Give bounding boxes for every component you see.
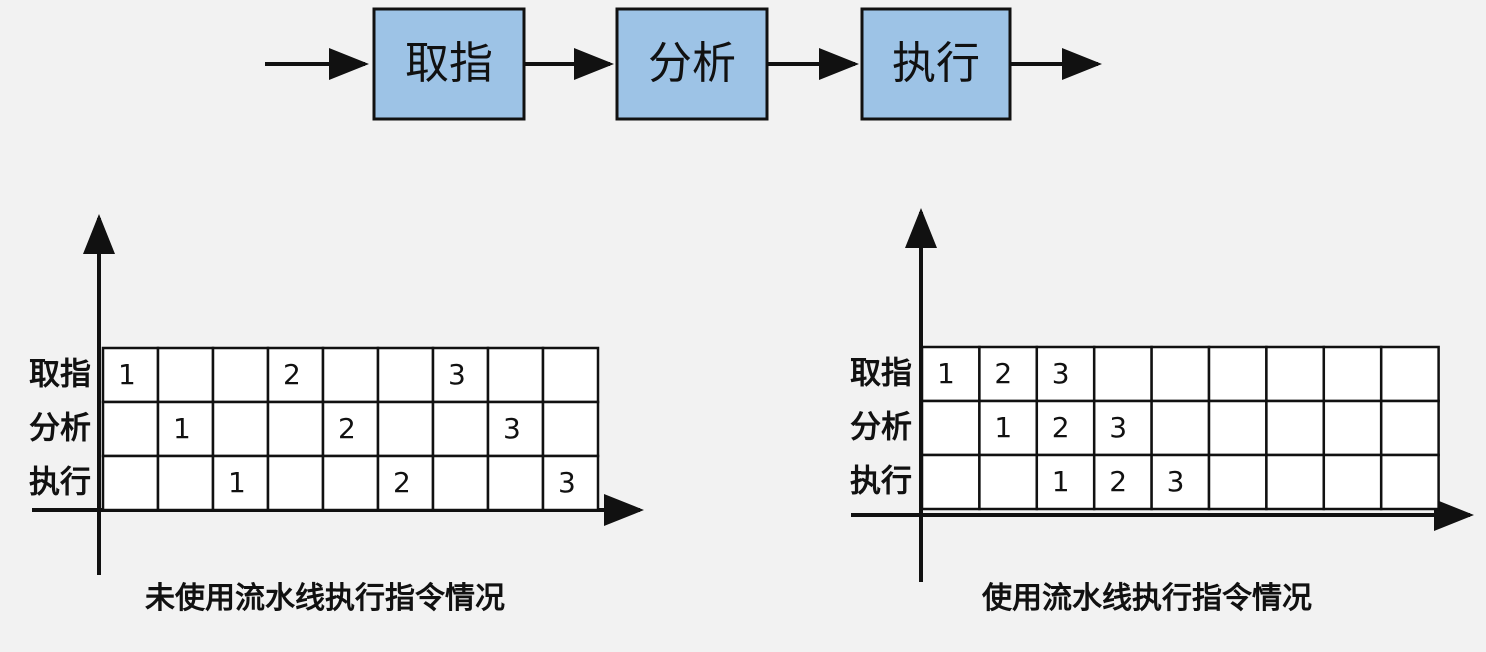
stage-label-execute: 执行	[892, 38, 980, 89]
grid-cell	[266, 454, 325, 512]
sequential-execution-chart: 取指 1 2 3 分析 1 2 3 执行 1 2 3 未使用流水线执行指令情况	[29, 214, 644, 616]
grid-cell	[1322, 345, 1383, 403]
grid-cell	[1207, 453, 1268, 511]
instruction-number: 2	[1109, 465, 1127, 498]
grid-cell	[1379, 453, 1440, 511]
grid-cell	[431, 400, 490, 458]
grid-cell	[321, 400, 380, 458]
grid-cell	[211, 400, 270, 458]
instruction-number: 3	[503, 412, 521, 445]
chart-caption: 未使用流水线执行指令情况	[145, 581, 505, 616]
execution-grid: 取指 1 2 3 分析 1 2 3 执行 1 2 3	[29, 346, 600, 512]
instruction-number: 2	[338, 412, 356, 445]
grid-cell	[266, 400, 325, 458]
row-label: 执行	[850, 464, 912, 500]
instruction-number: 3	[1109, 411, 1127, 444]
instruction-number: 1	[1052, 465, 1070, 498]
grid-cell	[1092, 453, 1153, 511]
row-label: 取指	[850, 356, 912, 392]
grid-cell	[1265, 453, 1326, 511]
grid-cell	[321, 454, 380, 512]
grid-cell	[1092, 345, 1153, 403]
grid-cell	[376, 400, 435, 458]
instruction-number: 3	[558, 466, 576, 499]
grid-cell	[376, 346, 435, 404]
stage-label-analyze: 分析	[648, 38, 736, 89]
instruction-number: 3	[1052, 357, 1070, 390]
grid-cell	[1322, 399, 1383, 457]
instruction-number: 2	[393, 466, 411, 499]
grid-cell	[1322, 453, 1383, 511]
instruction-number: 1	[173, 412, 191, 445]
grid-cell	[1265, 345, 1326, 403]
grid-cell	[541, 400, 600, 458]
grid-cell	[486, 346, 545, 404]
stage-label-fetch: 取指	[405, 38, 493, 89]
instruction-number: 2	[1052, 411, 1070, 444]
grid-cell	[1092, 399, 1153, 457]
grid-cell	[1150, 399, 1211, 457]
grid-cell	[1035, 399, 1096, 457]
grid-cell	[920, 399, 981, 457]
stage-box-fetch: 取指	[372, 7, 526, 121]
instruction-number: 2	[283, 358, 301, 391]
grid-cell	[541, 346, 600, 404]
stage-box-analyze: 分析	[615, 7, 769, 121]
grid-cell	[376, 454, 435, 512]
grid-cell	[541, 454, 600, 512]
grid-cell	[1379, 345, 1440, 403]
grid-cell	[266, 346, 325, 404]
instruction-number: 1	[937, 357, 955, 390]
grid-cell	[156, 346, 215, 404]
stage-box-execute: 执行	[860, 7, 1012, 121]
grid-cell	[978, 453, 1039, 511]
instruction-number: 3	[448, 358, 466, 391]
execution-grid: 取指 1 2 3 分析 1 2 3 执行 1 2 3	[850, 345, 1440, 511]
grid-cell	[978, 345, 1039, 403]
grid-cell	[431, 454, 490, 512]
pipelined-execution-chart: 取指 1 2 3 分析 1 2 3 执行 1 2 3 使用流水线执行指令情况	[850, 208, 1474, 616]
instruction-number: 2	[994, 357, 1012, 390]
chart-caption: 使用流水线执行指令情况	[981, 581, 1312, 616]
instruction-number: 1	[994, 411, 1012, 444]
grid-cell	[1150, 345, 1211, 403]
grid-cell	[1265, 399, 1326, 457]
row-label: 分析	[850, 410, 912, 446]
grid-cell	[1379, 399, 1440, 457]
grid-cell	[1207, 345, 1268, 403]
grid-cell	[431, 346, 490, 404]
grid-cell	[321, 346, 380, 404]
grid-cell	[211, 346, 270, 404]
grid-cell	[1035, 453, 1096, 511]
grid-cell	[1035, 345, 1096, 403]
row-label: 分析	[29, 411, 91, 447]
pipeline-flow: 取指 分析 执行	[265, 7, 1102, 121]
instruction-number: 3	[1167, 465, 1185, 498]
grid-cell	[101, 400, 160, 458]
row-label: 执行	[29, 465, 91, 501]
instruction-number: 1	[228, 466, 246, 499]
instruction-number: 1	[118, 358, 136, 391]
grid-cell	[101, 454, 160, 512]
grid-cell	[1207, 399, 1268, 457]
grid-cell	[486, 454, 545, 512]
grid-cell	[211, 454, 270, 512]
grid-cell	[156, 454, 215, 512]
grid-cell	[920, 453, 981, 511]
row-label: 取指	[29, 357, 91, 393]
